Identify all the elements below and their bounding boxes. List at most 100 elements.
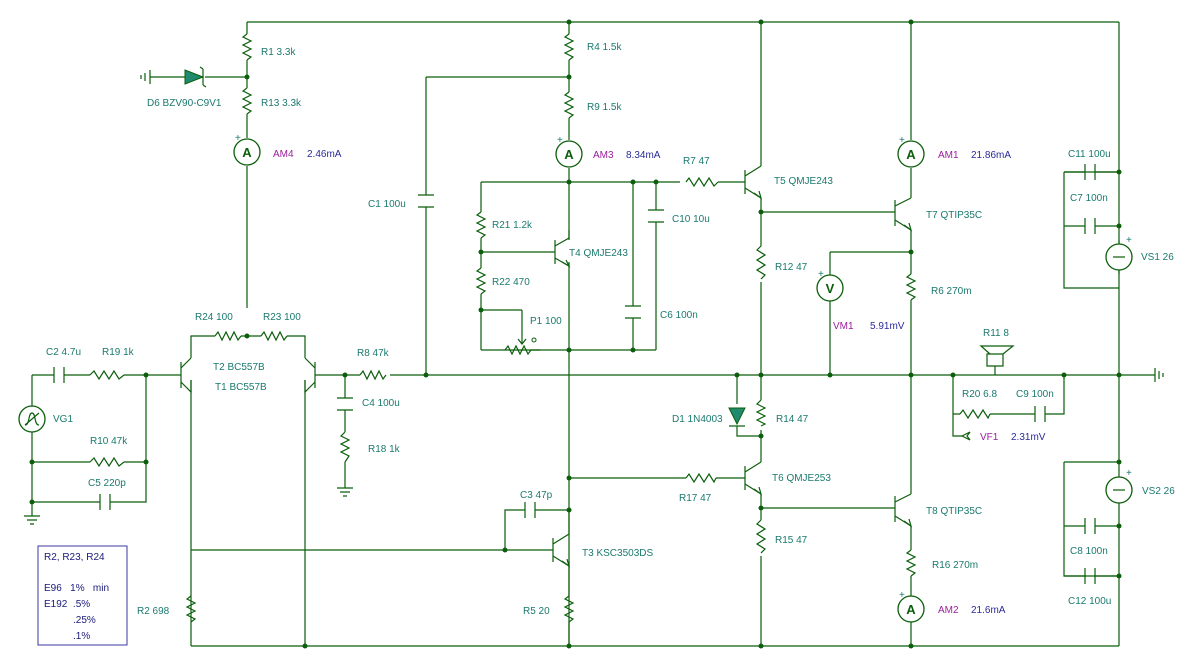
label-c11: C11 100u: [1068, 149, 1111, 160]
label-r20: R20 6.8: [962, 389, 997, 400]
ground-r18: [337, 487, 353, 497]
speaker-r11: [979, 345, 1015, 367]
diodes: [184, 66, 746, 427]
label-r11: R11 8: [983, 328, 1009, 339]
label-r17: R17 47: [679, 493, 712, 504]
resistor-r6: [905, 273, 917, 301]
svg-text:+: +: [818, 269, 824, 280]
svg-text:A: A: [242, 145, 252, 160]
transistors: [175, 165, 913, 568]
resistor-r2: [185, 595, 197, 623]
capacitor-c2: [48, 367, 70, 383]
capacitor-c8: [1084, 518, 1096, 534]
label-d1: D1 1N4003: [672, 414, 723, 425]
transistor-t5: [744, 165, 763, 200]
svg-text:A: A: [906, 602, 916, 617]
label-t3: T3 KSC3503DS: [582, 548, 653, 559]
resistor-r4: [563, 33, 575, 61]
capacitor-c9: [1034, 406, 1046, 422]
resistor-r17: [685, 472, 717, 484]
label-t5: T5 QMJE243: [774, 176, 833, 187]
label-vg1: VG1: [53, 414, 73, 425]
value-vm1: 5.91mV: [870, 321, 905, 332]
voltmeter-vm1: V +: [816, 252, 844, 302]
label-r6: R6 270m: [931, 286, 972, 297]
resistor-r7: [685, 176, 719, 188]
label-r4: R4 1.5k: [587, 42, 622, 53]
label-r23: R23 100: [263, 312, 301, 323]
svg-text:+: +: [1126, 235, 1132, 246]
voltage-source-vs1: +: [1105, 235, 1133, 271]
label-r1: R1 3.3k: [261, 47, 296, 58]
label-c2: C2 4.7u: [46, 347, 81, 358]
signal-source-vg1: [18, 405, 46, 433]
label-c7: C7 100n: [1070, 193, 1108, 204]
transistor-t4: [554, 230, 571, 268]
resistor-r23: [260, 330, 288, 342]
capacitor-c6: [625, 305, 641, 319]
label-t1: T1 BC557B: [215, 382, 267, 393]
diode-d6: [184, 66, 207, 88]
label-r12: R12 47: [775, 262, 808, 273]
capacitor-c5: [99, 494, 111, 510]
transistor-t8: [894, 493, 913, 528]
value-vf1: 2.31mV: [1011, 432, 1046, 443]
resistor-r1: [241, 33, 253, 61]
label-t4: T4 QMJE243: [569, 248, 628, 259]
label-c10: C10 10u: [672, 214, 710, 225]
capacitor-c11: [1084, 164, 1096, 180]
label-r2: R2 698: [137, 606, 170, 617]
value-am4: 2.46mA: [307, 149, 342, 160]
label-t8: T8 QTIP35C: [926, 506, 982, 517]
label-r16: R16 270m: [932, 560, 978, 571]
capacitor-c10: [648, 209, 664, 223]
value-am2: 21.6mA: [971, 605, 1006, 616]
resistor-r10: [89, 456, 125, 468]
ammeter-am3: A +: [555, 135, 583, 168]
label-r24: R24 100: [195, 312, 233, 323]
note-line-4: .25%: [73, 615, 96, 626]
ground-d6: [140, 70, 151, 84]
ground-output: [1154, 368, 1164, 382]
label-r18: R18 1k: [368, 444, 401, 455]
label-p1: P1 100: [530, 316, 562, 327]
label-t6: T6 QMJE253: [772, 473, 831, 484]
resistor-r22: [475, 267, 487, 295]
label-c9: C9 100n: [1016, 389, 1054, 400]
voltage-source-vs2: +: [1105, 468, 1133, 504]
ground-input: [24, 515, 40, 525]
label-t7: T7 QTIP35C: [926, 210, 982, 221]
label-vs2: VS2 26: [1142, 486, 1175, 497]
label-c3: C3 47p: [520, 490, 553, 501]
label-r21: R21 1.2k: [492, 220, 533, 231]
capacitor-c1: [418, 194, 434, 208]
svg-text:+: +: [899, 590, 905, 601]
resistor-r16: [905, 549, 917, 577]
label-r10: R10 47k: [90, 436, 128, 447]
label-c8: C8 100n: [1070, 546, 1108, 557]
svg-text:V: V: [826, 281, 835, 296]
resistors: [89, 33, 991, 623]
component-labels: R1 3.3k R13 3.3k D6 BZV90-C9V1 AM4 2.46m…: [46, 42, 1175, 617]
ammeter-am1: A +: [897, 135, 925, 168]
label-r8: R8 47k: [357, 348, 390, 359]
transistor-t3: [552, 510, 571, 568]
svg-text:A: A: [906, 147, 916, 162]
resistor-r9: [563, 91, 575, 119]
label-c5: C5 220p: [88, 478, 126, 489]
resistor-r18: [339, 431, 351, 463]
value-am3: 8.34mA: [626, 150, 661, 161]
svg-text:+: +: [557, 135, 563, 146]
label-c6: C6 100n: [660, 310, 698, 321]
voltage-sources: + +: [1105, 235, 1133, 504]
label-c12: C12 100u: [1068, 596, 1111, 607]
label-am2: AM2: [938, 605, 959, 616]
resistor-r14: [755, 399, 767, 427]
capacitor-c4: [337, 397, 353, 411]
ground-symbols: [24, 70, 1164, 525]
resistor-r19: [89, 369, 125, 381]
resistor-r15: [755, 519, 767, 554]
tolerance-note: R2, R23, R24 E96 1% min E192 .5% .25% .1…: [37, 545, 128, 646]
transistor-t2: [175, 346, 192, 394]
